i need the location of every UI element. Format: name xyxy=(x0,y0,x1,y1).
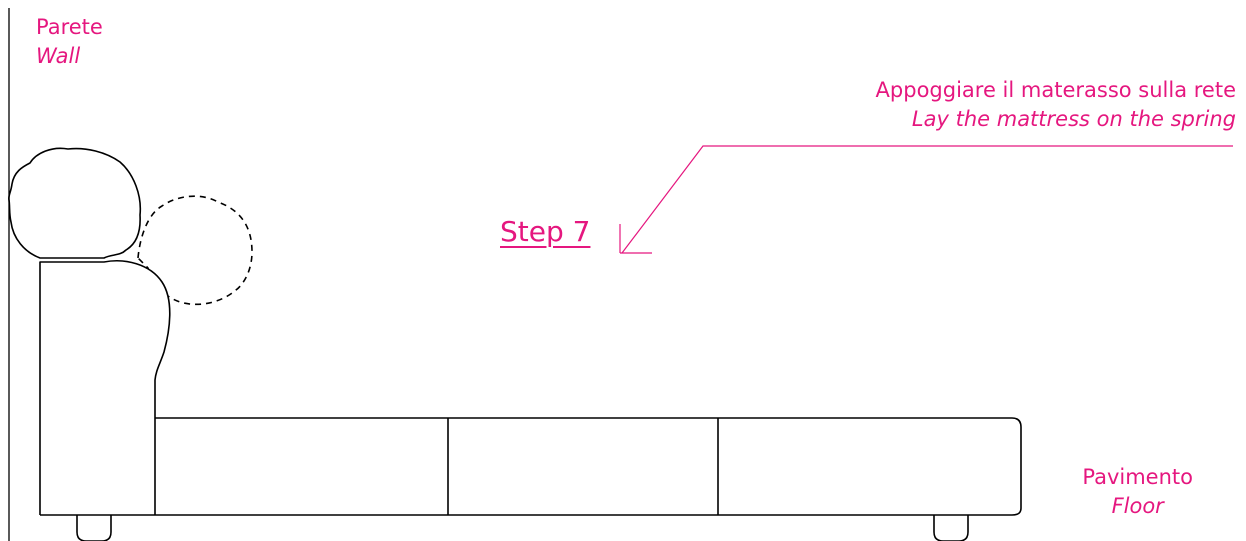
pillow-solid xyxy=(8,147,142,259)
wall-label-en: Wall xyxy=(36,44,81,68)
floor-label-en: Floor xyxy=(1111,494,1164,518)
floor-label-it: Pavimento xyxy=(1082,465,1193,489)
bed-base xyxy=(40,417,1022,516)
foot-left xyxy=(76,515,112,541)
instruction-text-en: Lay the mattress on the spring xyxy=(911,107,1236,131)
callout-leader xyxy=(621,145,1233,254)
headboard xyxy=(39,260,171,515)
wall-label-it: Parete xyxy=(36,15,103,39)
step-label: Step 7 xyxy=(500,215,591,248)
instruction-label: Appoggiare il materasso sulla rete Lay t… xyxy=(876,76,1236,134)
pillow-dashed xyxy=(137,195,253,306)
foot-right xyxy=(933,515,969,541)
floor-label: Pavimento Floor xyxy=(1082,463,1193,521)
wall-label: Parete Wall xyxy=(36,13,103,71)
instruction-text-it: Appoggiare il materasso sulla rete xyxy=(875,78,1236,102)
